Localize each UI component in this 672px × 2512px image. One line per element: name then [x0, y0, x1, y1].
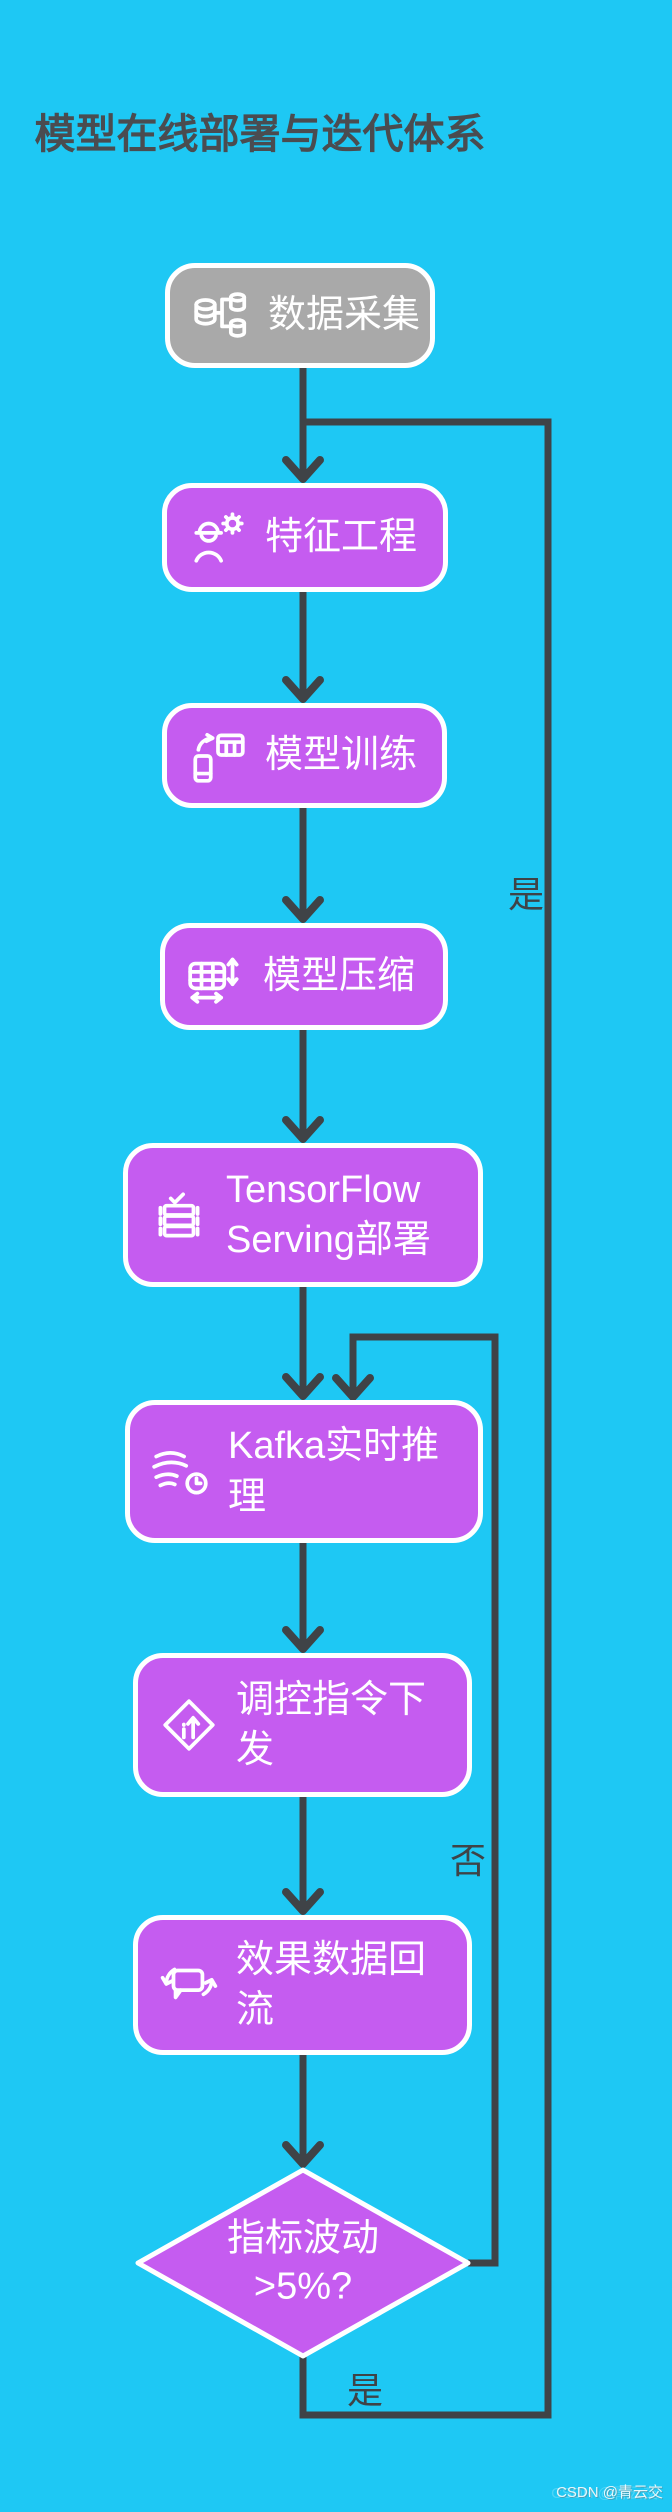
device-sync-table-icon	[193, 732, 245, 783]
watermark: CSDN @青云交	[556, 2484, 663, 2501]
database-collect-icon	[194, 291, 247, 338]
arrowhead	[282, 896, 324, 923]
edge-label-yes-bottom: 是	[347, 2370, 384, 2411]
arrowhead	[332, 1374, 374, 1401]
bubble-refresh-icon	[160, 1967, 218, 2000]
node-effect-data-backflow: 效果数据回流	[133, 1915, 472, 2055]
node-data-collection: 数据采集	[165, 263, 435, 368]
node-label: 效果数据回流	[236, 1938, 427, 2031]
sign-up-arrow-icon	[163, 1699, 215, 1751]
arrowhead	[282, 456, 324, 483]
page-title: 模型在线部署与迭代体系	[34, 111, 486, 157]
arrowhead	[282, 1888, 324, 1915]
node-kafka-realtime-inference: Kafka实时推理	[125, 1400, 483, 1543]
node-model-training: 模型训练	[162, 703, 447, 808]
arrowhead	[282, 1626, 324, 1653]
node-feature-engineering: 特征工程	[162, 483, 448, 592]
decision-diamond-shape	[135, 2167, 471, 2359]
arrowhead	[282, 2141, 324, 2168]
node-label: 特征工程	[265, 516, 418, 559]
arrowhead	[282, 1373, 324, 1400]
arrowhead	[282, 1116, 324, 1143]
node-label: 模型压缩	[263, 955, 416, 998]
node-label: 数据采集	[268, 294, 421, 337]
node-tf-serving-deploy: TensorFlow Serving部署	[123, 1143, 483, 1287]
node-label: TensorFlow Serving部署	[226, 1168, 431, 1261]
edge-label-yes-top: 是	[508, 874, 545, 915]
node-label: 调控指令下发	[236, 1678, 427, 1771]
node-metric-fluctuation-decision: 指标波动>5%?	[133, 2165, 473, 2361]
node-label: 指标波动>5%?	[226, 2217, 379, 2308]
node-label: 模型训练	[265, 734, 418, 777]
node-model-compression: 模型压缩	[160, 923, 448, 1030]
stream-clock-icon	[152, 1450, 208, 1495]
engineer-gear-icon	[194, 511, 244, 563]
node-label: Kafka实时推理	[228, 1425, 440, 1518]
arrowhead	[282, 676, 324, 703]
node-control-command-dispatch: 调控指令下发	[133, 1653, 472, 1797]
server-check-icon	[158, 1192, 200, 1238]
table-resize-icon	[188, 957, 239, 1004]
edge-label-no: 否	[450, 1840, 487, 1881]
